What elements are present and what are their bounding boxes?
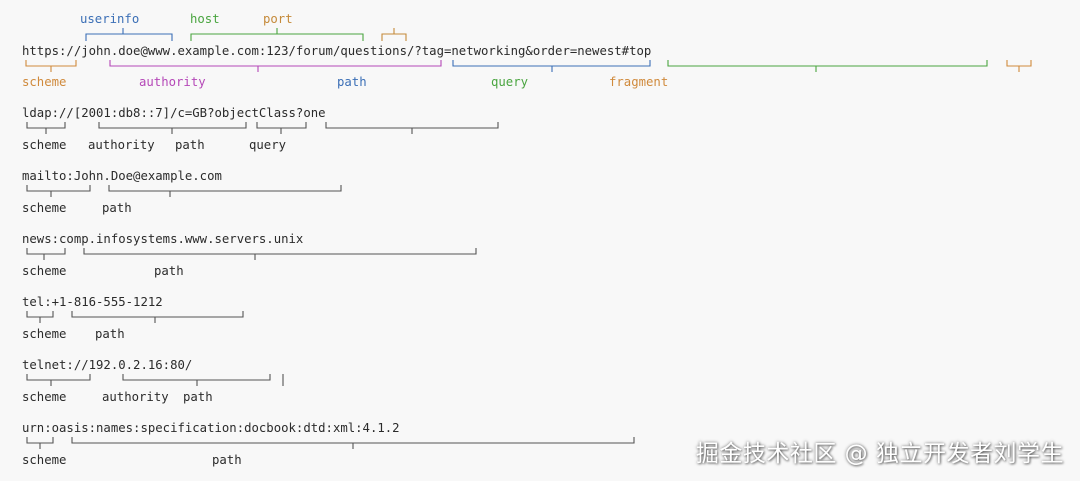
uri-text: ldap://[2001:db8::7]/c=GB?objectClass?on… (22, 106, 326, 120)
bracket-userinfo (85, 28, 173, 41)
bracket-path (71, 311, 244, 323)
bracket-authority (98, 122, 247, 134)
label-path: path (212, 453, 242, 467)
label-port: port (263, 12, 293, 26)
bracket-path (71, 437, 635, 449)
example-urn: urn:oasis:names:specification:docbook:dt… (22, 421, 635, 467)
label-authority: authority (88, 138, 155, 152)
example-news: news:comp.infosystems.www.servers.unix s… (22, 232, 477, 278)
label-path: path (95, 327, 125, 341)
label-scheme: scheme (22, 264, 66, 278)
bracket-scheme (26, 374, 91, 386)
label-scheme: scheme (22, 138, 66, 152)
bracket-scheme (26, 248, 66, 260)
bracket-port (381, 28, 407, 41)
bracket-path (256, 122, 307, 134)
label-fragment: fragment (609, 75, 668, 89)
uri-text: tel:+1-816-555-1212 (22, 295, 163, 309)
label-scheme: scheme (22, 75, 66, 89)
bracket-host (190, 28, 364, 41)
label-path: path (102, 201, 132, 215)
uri-text: mailto:John.Doe@example.com (22, 169, 222, 183)
label-query: query (249, 138, 286, 152)
label-authority: authority (139, 75, 206, 89)
bracket-scheme (26, 122, 66, 134)
label-query: query (491, 75, 528, 89)
example-https: userinfo host port https://john.doe@www.… (22, 12, 1032, 89)
uri-text: telnet://192.0.2.16:80/ (22, 358, 192, 372)
uri-text: https://john.doe@www.example.com:123/for… (22, 44, 651, 58)
label-scheme: scheme (22, 327, 66, 341)
bracket-authority (109, 60, 442, 72)
bracket-scheme (26, 311, 54, 323)
label-host: host (190, 12, 220, 26)
label-scheme: scheme (22, 201, 66, 215)
bracket-path (452, 60, 651, 72)
example-mailto: mailto:John.Doe@example.com scheme path (22, 169, 342, 215)
label-scheme: scheme (22, 453, 66, 467)
bracket-scheme (26, 185, 91, 197)
bracket-scheme (25, 60, 77, 72)
label-path: path (183, 390, 213, 404)
example-tel: tel:+1-816-555-1212 scheme path (22, 295, 244, 341)
example-ldap: ldap://[2001:db8::7]/c=GB?objectClass?on… (22, 106, 499, 152)
bracket-authority (122, 374, 271, 386)
label-scheme: scheme (22, 390, 66, 404)
bracket-fragment (1006, 60, 1032, 72)
watermark: 掘金技术社区 @ 独立开发者刘学生 (695, 441, 1064, 467)
bracket-path (83, 248, 477, 260)
label-userinfo: userinfo (80, 12, 139, 26)
bracket-path (108, 185, 342, 197)
label-authority: authority (102, 390, 169, 404)
label-path: path (175, 138, 205, 152)
uri-text: urn:oasis:names:specification:docbook:dt… (22, 421, 400, 435)
bracket-query (667, 60, 988, 72)
uri-text: news:comp.infosystems.www.servers.unix (22, 232, 303, 246)
bracket-query (325, 122, 499, 134)
label-path: path (154, 264, 184, 278)
label-path: path (337, 75, 367, 89)
bracket-scheme (26, 437, 54, 449)
example-telnet: telnet://192.0.2.16:80/ scheme authority… (22, 358, 284, 404)
